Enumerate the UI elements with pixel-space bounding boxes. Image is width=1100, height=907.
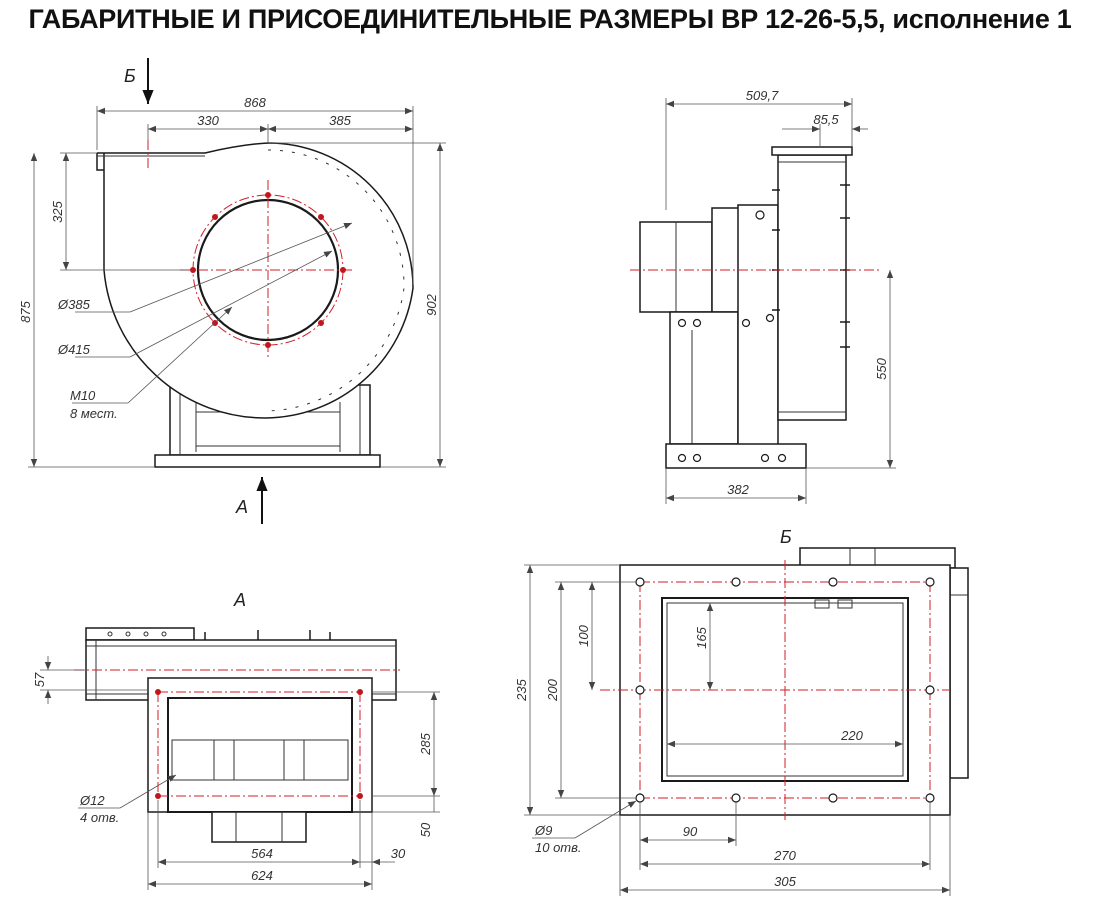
callout-d12: Ø12	[79, 793, 105, 808]
dim-902: 902	[424, 293, 439, 315]
view-a-base-frame	[147, 677, 373, 813]
dim-30: 30	[391, 846, 406, 861]
view-b-holes	[635, 577, 935, 803]
side-flange	[777, 154, 847, 421]
callout-d9: Ø9	[534, 823, 552, 838]
dim-868: 868	[244, 95, 266, 110]
callout-d9-count: 10 отв.	[535, 840, 582, 855]
dim-57: 57	[32, 672, 47, 687]
callout-d385: Ø385	[57, 297, 91, 312]
front-marker-a: А	[235, 497, 248, 517]
dim-330: 330	[197, 113, 219, 128]
dim-564: 564	[251, 846, 273, 861]
view-b-label: Б	[780, 527, 792, 547]
dim-624: 624	[251, 868, 273, 883]
front-marker-b: Б	[124, 66, 136, 86]
side-view: 509,7 85,5 550 382	[630, 88, 896, 504]
view-a-label: А	[233, 590, 246, 610]
dim-385: 385	[329, 113, 351, 128]
dim-100: 100	[576, 624, 591, 646]
dim-90: 90	[683, 824, 698, 839]
side-flange-bolts	[772, 184, 850, 348]
dim-200: 200	[545, 678, 560, 701]
front-bolt-holes	[190, 192, 346, 348]
callout-d415: Ø415	[57, 342, 91, 357]
drawing-title: ГАБАРИТНЫЕ И ПРИСОЕДИНИТЕЛЬНЫЕ РАЗМЕРЫ В…	[28, 4, 1072, 34]
dim-235: 235	[514, 678, 529, 701]
front-base-plate	[154, 454, 381, 468]
dim-285: 285	[418, 732, 433, 755]
dim-382: 382	[727, 482, 749, 497]
dim-509-7: 509,7	[746, 88, 779, 103]
view-a-holes	[155, 689, 363, 799]
dim-550: 550	[874, 357, 889, 379]
dim-270: 270	[773, 848, 796, 863]
callout-m10-count: 8 мест.	[70, 406, 118, 421]
front-volute-housing	[97, 142, 414, 419]
view-a: А	[32, 590, 440, 890]
dim-305: 305	[774, 874, 796, 889]
dim-325: 325	[50, 200, 65, 222]
dim-875: 875	[18, 300, 33, 322]
view-b: Б 235 2	[514, 527, 969, 896]
front-view: 868 330 385 325 875 902 Ø385 Ø415 M10 8 …	[18, 58, 446, 524]
dim-85-5: 85,5	[813, 112, 839, 127]
callout-d12-count: 4 отв.	[80, 810, 119, 825]
dim-220: 220	[840, 728, 863, 743]
callout-m10: M10	[70, 388, 96, 403]
dim-165: 165	[694, 626, 709, 648]
dim-50: 50	[418, 822, 433, 837]
side-support-frame	[669, 311, 739, 445]
